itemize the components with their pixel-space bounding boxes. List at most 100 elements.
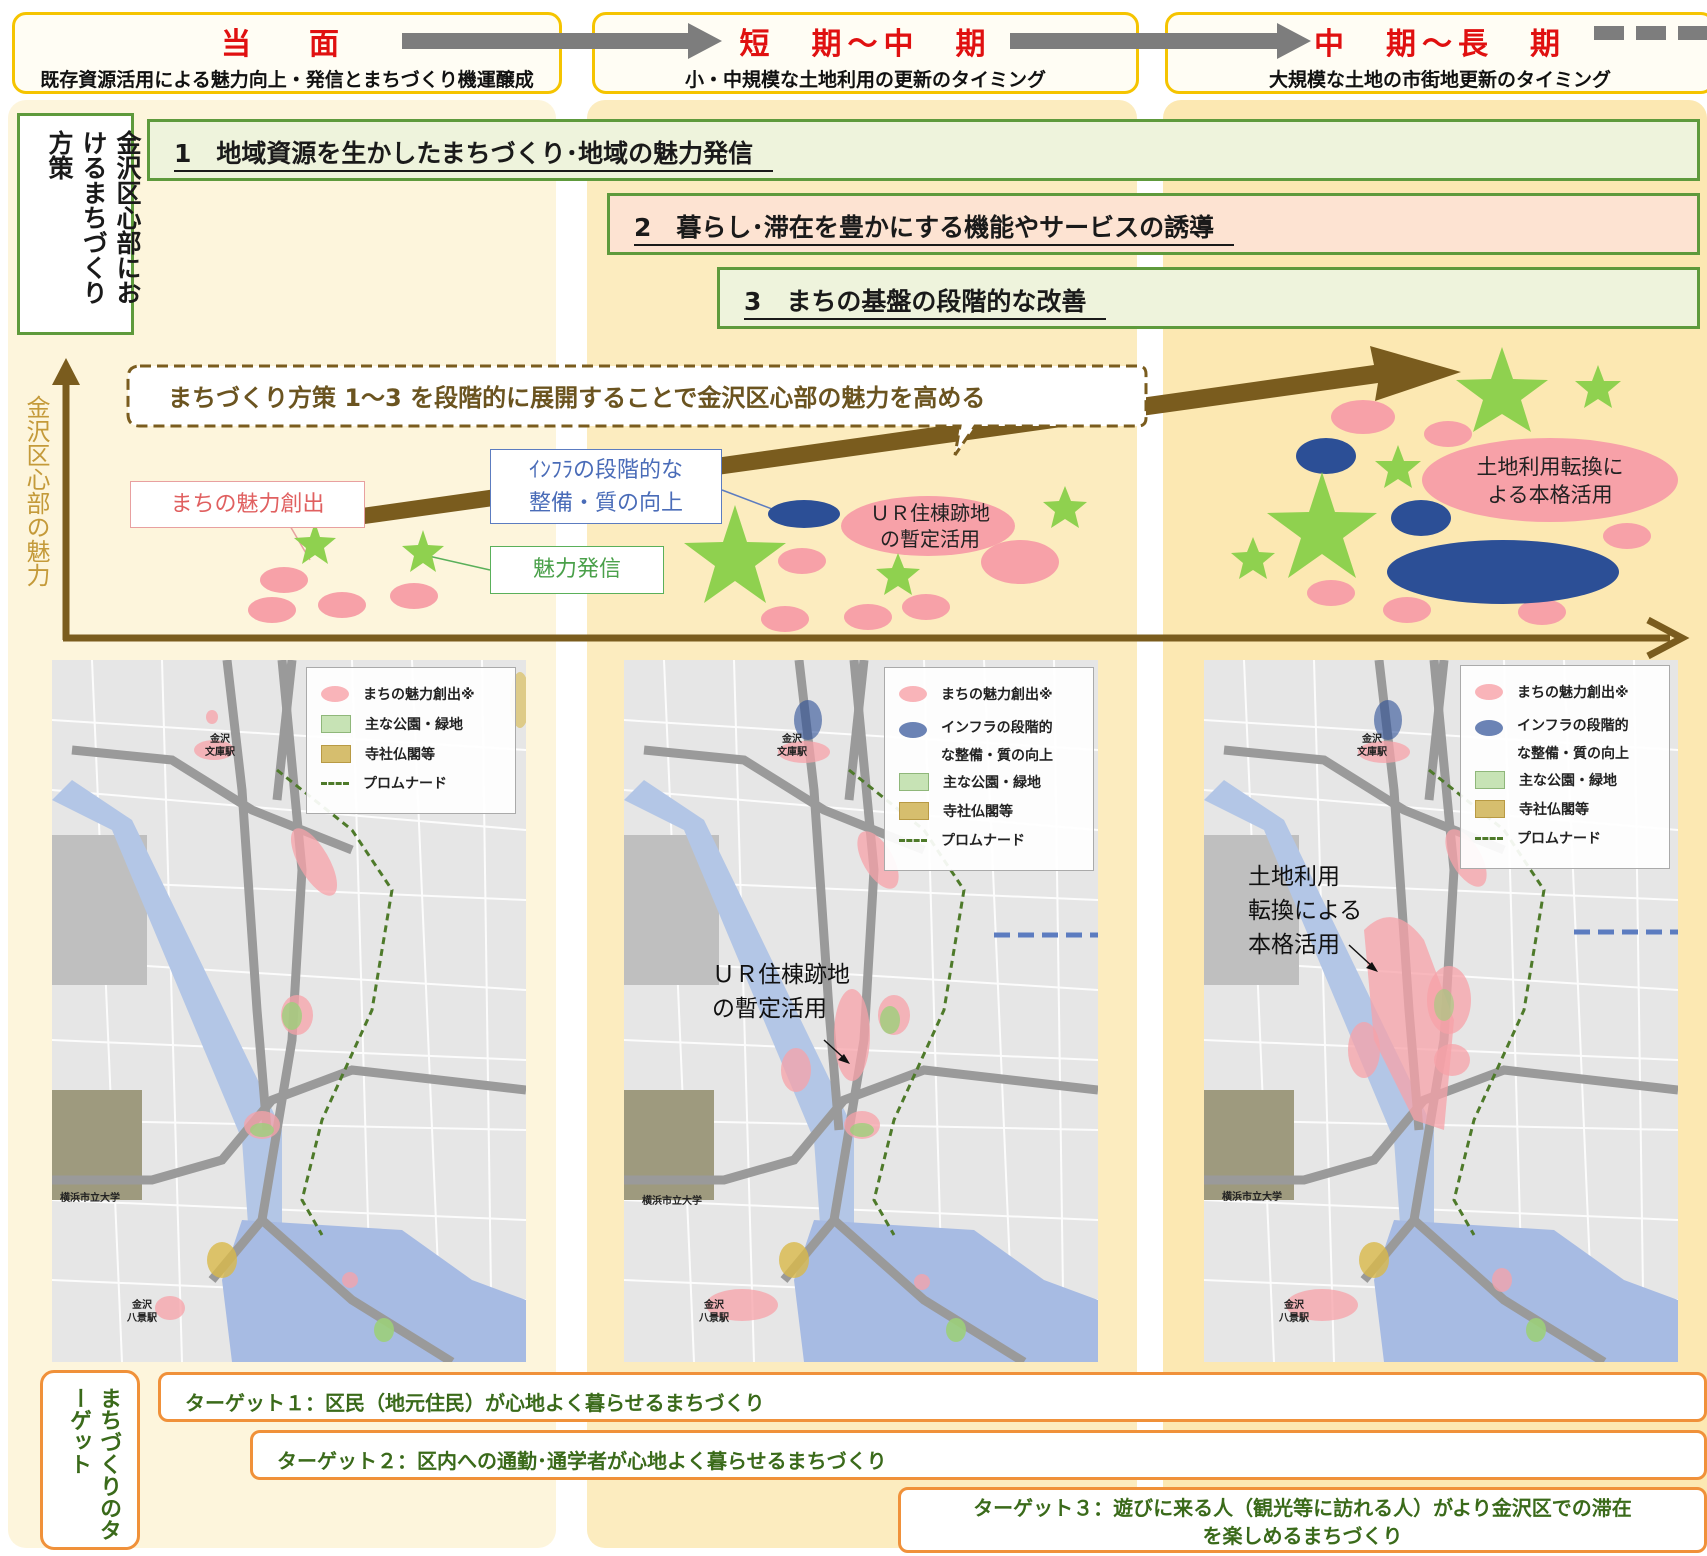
target-header: まちづくりのターゲット [66,1387,121,1541]
target-1: ターゲット１：区民（地元住民）が心地よく暮らせるまちづくり [158,1372,1707,1422]
annotation-line: ＵＲ住棟跡地 [712,962,850,988]
phase-arrow-1 [402,23,722,59]
dashed-swatch [1475,836,1503,840]
land-use-annotation: 土地利用 転換による 本格活用 [1248,860,1362,962]
pink-blob [248,597,296,623]
pink-blob [1331,400,1395,434]
phase-title: 中 期〜長 期 [1314,27,1566,62]
ur-interim-line1: ＵＲ住棟跡地 [870,501,990,525]
star [684,505,786,603]
star [294,522,336,564]
gold-swatch [899,802,929,820]
promo-connector [423,554,491,571]
legend-label: プロムナード [1517,831,1601,847]
infra-label-line1: ｲﾝﾌﾗの段階的な [528,458,683,483]
map-base [52,660,526,1362]
station-label: 八景駅 [127,1313,157,1324]
pink-blob [260,567,308,593]
map-university: 横浜市立大学 [1222,1192,1282,1203]
map-current: 金沢 文庫駅 金沢 八景駅 横浜市立大学 まちの魅力創出※ 主な公園・緑地 寺社… [52,660,526,1362]
legend-promenade: プロムナード [321,773,447,793]
growth-diagram [52,346,1690,660]
legend-parks: 主な公園・緑地 [321,714,463,734]
target-3: ターゲット３：遊びに来る人（観光等に訪れる人）がより金沢区での滞在 を楽しめるま… [898,1487,1707,1553]
star [1456,347,1548,432]
legend-attraction: まちの魅力創出※ [1475,682,1629,702]
dashed-swatch [321,781,349,785]
navy-swatch [899,722,927,738]
ur-interim-line2: の暫定活用 [880,527,980,551]
legend-label: 主な公園・緑地 [365,717,463,733]
map-legend: まちの魅力創出※ インフラの段階的な整備・質の向上 主な公園・緑地 寺社仏閣等 … [1460,665,1670,869]
pink-blob [1603,523,1651,549]
ur-interim-pointer [823,1039,850,1064]
ur-interim-label: ＵＲ住棟跡地 の暫定活用 [850,500,1010,552]
legend-label: 寺社仏閣等 [1519,802,1589,818]
map-station-hakkei: 金沢 八景駅 [127,1299,157,1325]
legend-parks: 主な公園・緑地 [1475,770,1617,790]
legend-infra: インフラの段階的な整備・質の向上 [1475,712,1629,768]
legend-label: まちの魅力創出※ [941,687,1053,703]
target-2-label: ターゲット２：区内への通勤･通学者が心地よく暮らせるまちづくり [277,1449,887,1473]
legend-infra-text: インフラの段階的な整備・質の向上 [1517,712,1629,768]
annotation-line: 土地利用 [1248,864,1340,890]
star [1231,537,1275,579]
pink-blob [841,496,1015,556]
station-label: 金沢 [132,1300,152,1311]
map-station-bunko: 金沢 文庫駅 [1357,733,1387,759]
pink-swatch [321,686,349,702]
policy-header-box: 金沢区心部におけるまちづくり方策 [17,113,142,335]
legend-label: な整備・質の向上 [1517,746,1629,762]
station-label: 金沢 [782,734,802,745]
navy-blob [1387,540,1619,604]
map-station-bunko: 金沢 文庫駅 [205,733,235,759]
policy-1: 1 地域資源を生かしたまちづくり･地域の魅力発信 [147,119,1700,181]
star [1575,365,1621,408]
pink-blob [1383,597,1431,623]
pink-blob [1424,421,1472,447]
policy-3: 3 まちの基盤の段階的な改善 [717,267,1700,329]
pink-swatch [899,686,927,702]
map-legend: まちの魅力創出※ インフラの段階的な整備・質の向上 主な公園・緑地 寺社仏閣等 … [884,667,1094,871]
station-label: 金沢 [704,1300,724,1311]
gold-swatch [1475,800,1505,818]
phase-mid-long: 中 期〜長 期 大規模な土地の市街地更新のタイミング [1165,12,1707,94]
station-label: 八景駅 [1279,1313,1309,1324]
summary-callout-outline [126,364,1148,456]
legend-label: 寺社仏閣等 [943,804,1013,820]
promo-label: 魅力発信 [490,546,664,594]
legend-parks: 主な公園・緑地 [899,772,1041,792]
land-use-line1: 土地利用転換に [1476,455,1624,479]
target-header-box: まちづくりのターゲット [40,1370,140,1550]
land-use-line2: よる本格活用 [1487,483,1613,507]
annotation-line: 本格活用 [1248,932,1340,958]
policy-header: 金沢区心部におけるまちづくり方策 [45,130,142,305]
phase-title: 短 期〜中 期 [739,27,992,62]
x-axis-arrowhead [1646,616,1690,660]
pink-blob [1422,438,1678,522]
legend-label: 寺社仏閣等 [365,747,435,763]
pink-blob [1307,580,1355,606]
legend-label: 主な公園・緑地 [1519,773,1617,789]
star [402,530,444,572]
legend-label: プロムナード [363,776,447,792]
station-label: 文庫駅 [1357,747,1387,758]
infra-label: ｲﾝﾌﾗの段階的な 整備・質の向上 [490,449,722,524]
map-station-bunko: 金沢 文庫駅 [777,733,807,759]
station-label: 八景駅 [699,1313,729,1324]
pink-blob [1518,599,1566,625]
attraction-label: まちの魅力創出 [130,481,365,528]
legend-label: まちの魅力創出※ [1517,685,1629,701]
pink-blob [981,540,1059,584]
legend-temples: 寺社仏閣等 [321,744,435,764]
navy-blob [1296,438,1356,474]
attraction-label-text: まちの魅力創出 [170,492,325,517]
map-university: 横浜市立大学 [642,1196,702,1207]
navy-blob [768,500,840,528]
legend-attraction: まちの魅力創出※ [321,684,475,704]
policy-3-label: 3 まちの基盤の段階的な改善 [744,282,1107,320]
phase-subtitle: 大規模な土地の市街地更新のタイミング [1268,69,1611,91]
target-3-line2: を楽しめるまちづくり [1202,1524,1403,1548]
green-swatch [899,773,929,791]
station-label: 文庫駅 [205,747,235,758]
